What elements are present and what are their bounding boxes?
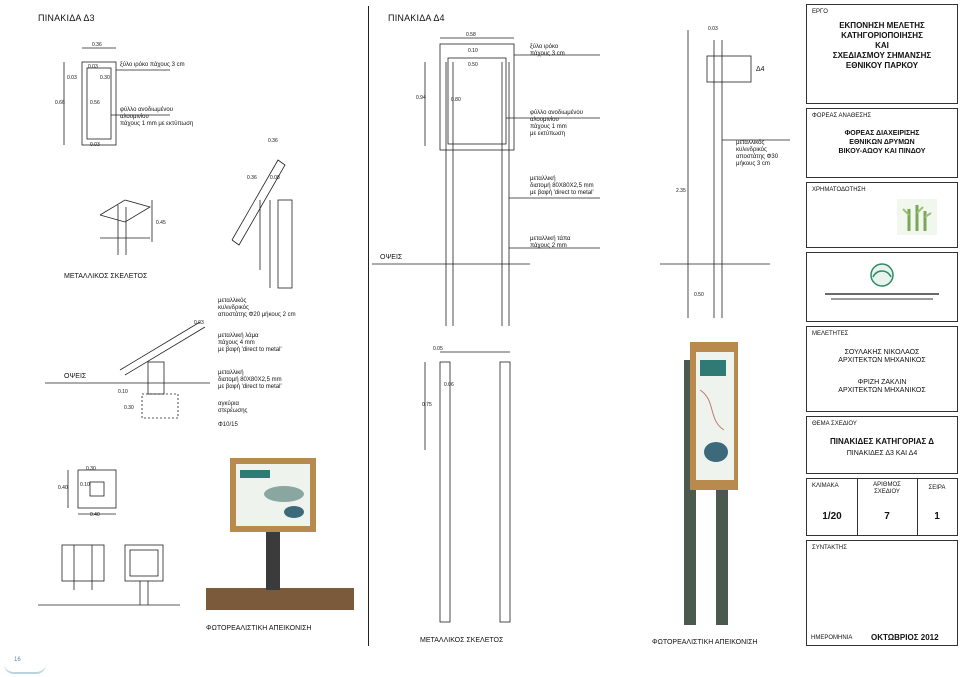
tb-subject-label: ΘΕΜΑ ΣΧΕΔΙΟΥ	[812, 421, 857, 427]
tb-designers-label: ΜΕΛΕΤΗΤΕΣ	[812, 331, 849, 337]
dim-r-2: 0.10	[468, 48, 478, 54]
tb-scale-value: 1/20	[822, 511, 842, 522]
tb-series-value: 1	[934, 511, 940, 522]
ground-label-left: ΟΨΕΙΣ	[64, 373, 87, 380]
tb-authority-name: ΦΟΡΕΑΣ ΔΙΑΧΕΙΡΙΣΗΣ ΕΘΝΙΚΩΝ ΔΡΥΜΩΝ ΒΙΚΟΥ-…	[838, 130, 926, 155]
tb-author: ΣΥΝΤΑΚΤΗΣ ΗΜΕΡΟΜΗΝΙΑ ΟΚΤΩΒΡΙΟΣ 2012	[806, 540, 958, 646]
leaf-logo-icon	[897, 199, 937, 235]
note-plate: μεταλλική λάμα πάχους 4 mm με βαφή 'dire…	[218, 333, 282, 353]
dim-frame-side: 0.03	[67, 75, 77, 81]
tb-funding-label: ΧΡΗΜΑΤΟΔΟΤΗΣΗ	[812, 187, 866, 193]
photo-d3	[206, 458, 354, 610]
dim-frame: 0.03	[88, 64, 98, 70]
tb-subject: ΘΕΜΑ ΣΧΕΔΙΟΥ ΠΙΝΑΚΙΔΕΣ ΚΑΤΗΓΟΡΙΑΣ Δ ΠΙΝΑ…	[806, 416, 958, 474]
note-r-section: μεταλλική διατομή 80Χ80Χ2,5 mm με βαφή '…	[530, 176, 594, 196]
dim-plan-2: 0.40	[58, 485, 68, 491]
ground-label-right: ΟΨΕΙΣ	[380, 254, 403, 261]
left-sheet-title: ΠΙΝΑΚΙΔΑ Δ3	[38, 13, 95, 23]
tb-project-label: ΕΡΓΟ	[812, 9, 828, 15]
museum-logo-text-bar	[825, 293, 939, 295]
dim-sk-1: 0.36	[268, 138, 278, 144]
tb-number-label: ΑΡΙΘΜΟΣ ΣΧΕΔΙΟΥ	[873, 482, 901, 495]
dim-height: 0.66	[55, 100, 65, 106]
dim-rk-1: 0.05	[433, 346, 443, 352]
right-sheet-title: ΠΙΝΑΚΙΔΑ Δ4	[388, 13, 445, 23]
note-r-panel: φύλλο ανοδιωμένου αλουμινίου πάχους 1 mm…	[530, 110, 583, 137]
side-label-d4: Δ4	[756, 66, 765, 73]
museum-logo-icon	[870, 263, 894, 287]
dim-rs-2: 2.35	[676, 188, 686, 194]
tb-funding: ΧΡΗΜΑΤΟΔΟΤΗΣΗ	[806, 182, 958, 248]
note-cylinder: μεταλλικός κυλινδρικός αποστάτης Φ20 μήκ…	[218, 298, 296, 318]
dim-plan-1: 0.30	[86, 466, 96, 472]
dim-rs-1: 0.03	[708, 26, 718, 32]
note-wood: ξύλο ιρόκο πάχους 3 cm	[120, 62, 185, 68]
dim-sk-4: 0.45	[156, 220, 166, 226]
caption-photo-right: ΦΩΤΟΡΕΑΛΙΣΤΙΚΗ ΑΠΕΙΚΟΝΙΣΗ	[652, 639, 758, 646]
tb-museum	[806, 252, 958, 322]
dim-plan-4: 0.40	[90, 512, 100, 518]
dim-side-2: 0.10	[118, 389, 128, 395]
dim-sk-3: 0.08	[270, 175, 280, 181]
dim-r-5: 0.80	[451, 97, 461, 103]
note-rebar: Φ10/15	[218, 422, 238, 428]
tb-subject-title: ΠΙΝΑΚΙΔΕΣ ΚΑΤΗΓΟΡΙΑΣ Δ	[829, 437, 935, 446]
tb-date-label: ΗΜΕΡΟΜΗΝΙΑ	[811, 635, 853, 641]
tb-subject-sub: ΠΙΝΑΚΙΔΕΣ Δ3 ΚΑΙ Δ4	[846, 450, 918, 457]
tb-number-value: 7	[884, 511, 890, 522]
tb-series-label: ΣΕΙΡΑ	[928, 485, 946, 491]
tb-scale-label: ΚΛΙΜΑΚΑ	[812, 483, 839, 489]
caption-skeleton-left: ΜΕΤΑΛΛΙΚΟΣ ΣΚΕΛΕΤΟΣ	[64, 273, 148, 280]
page-number: 16	[14, 657, 21, 663]
note-r-plate: μεταλλική τάπα πάχους 2 mm	[530, 236, 571, 249]
dim-rk-2: 0.06	[444, 382, 454, 388]
tb-designers: ΜΕΛΕΤΗΤΕΣ ΣΟΥΛΑΚΗΣ ΝΙΚΟΛΑΟΣ ΑΡΧΙΤΕΚΤΩΝ Μ…	[806, 326, 958, 412]
museum-logo-text-bar-2	[831, 298, 933, 300]
photo-d4	[684, 342, 738, 625]
dim-panel-height: 0.56	[90, 100, 100, 106]
sheet-divider	[368, 6, 369, 646]
dim-r-1: 0.58	[466, 32, 476, 38]
tb-date-value: ΟΚΤΩΒΡΙΟΣ 2012	[871, 633, 939, 642]
tb-authority-label: ΦΟΡΕΑΣ ΑΝΑΘΕΣΗΣ	[812, 113, 872, 119]
tb-designer-1: ΣΟΥΛΑΚΗΣ ΝΙΚΟΛΑΟΣ ΑΡΧΙΤΕΚΤΩΝ ΜΗΧΑΝΙΚΟΣ	[838, 349, 926, 364]
dim-r-3: 0.50	[468, 62, 478, 68]
note-r-cylinder: μεταλλικός κυλινδρικός αποστάτης Φ30 μήκ…	[736, 140, 779, 167]
dim-r-4: 0.94	[416, 95, 426, 101]
note-anchor: αγκύρια στερέωσης	[218, 401, 248, 414]
note-section: μεταλλική διατομή 80Χ80Χ2,5 mm με βαφή '…	[218, 370, 282, 390]
tb-authority: ΦΟΡΕΑΣ ΑΝΑΘΕΣΗΣ ΦΟΡΕΑΣ ΔΙΑΧΕΙΡΙΣΗΣ ΕΘΝΙΚ…	[806, 108, 958, 178]
note-panel: φύλλο ανοδιωμένου αλουμινίου πάχους 1 mm…	[120, 107, 194, 127]
tb-project-name: ΕΚΠΟΝΗΣΗ ΜΕΛΕΤΗΣ ΚΑΤΗΓΟΡΙΟΠΟΙΗΣΗΣ ΚΑΙ ΣΧ…	[832, 21, 932, 70]
dim-bottom: 0.03	[90, 142, 100, 148]
dim-rk-3: 0.75	[422, 402, 432, 408]
caption-skeleton-right: ΜΕΤΑΛΛΙΚΟΣ ΣΚΕΛΕΤΟΣ	[420, 637, 504, 644]
dim-rs-3: 0.50	[694, 292, 704, 298]
tb-project: ΕΡΓΟ ΕΚΠΟΝΗΣΗ ΜΕΛΕΤΗΣ ΚΑΤΗΓΟΡΙΟΠΟΙΗΣΗΣ Κ…	[806, 4, 958, 104]
page-number-swoosh	[4, 664, 46, 674]
tb-author-label: ΣΥΝΤΑΚΤΗΣ	[812, 545, 847, 551]
dim-width: 0.36	[92, 42, 102, 48]
caption-photo-left: ΦΩΤΟΡΕΑΛΙΣΤΙΚΗ ΑΠΕΙΚΟΝΙΣΗ	[206, 625, 312, 632]
dim-side-1: 0.03	[194, 320, 204, 326]
dim-side-3: 0.30	[124, 405, 134, 411]
note-r-wood: ξύλο ιρόκο πάχους 3 cm	[530, 44, 565, 57]
tb-designer-2: ΦΡΙΖΗ ΖΑΚΛΙΝ ΑΡΧΙΤΕΚΤΩΝ ΜΗΧΑΝΙΚΟΣ	[838, 379, 926, 394]
dim-sk-2: 0.36	[247, 175, 257, 181]
dim-panel: 0.30	[100, 75, 110, 81]
dim-plan-3: 0.10	[80, 482, 90, 488]
tb-meta: ΚΛΙΜΑΚΑ 1/20 ΑΡΙΘΜΟΣ ΣΧΕΔΙΟΥ 7 ΣΕΙΡΑ 1	[806, 478, 958, 536]
